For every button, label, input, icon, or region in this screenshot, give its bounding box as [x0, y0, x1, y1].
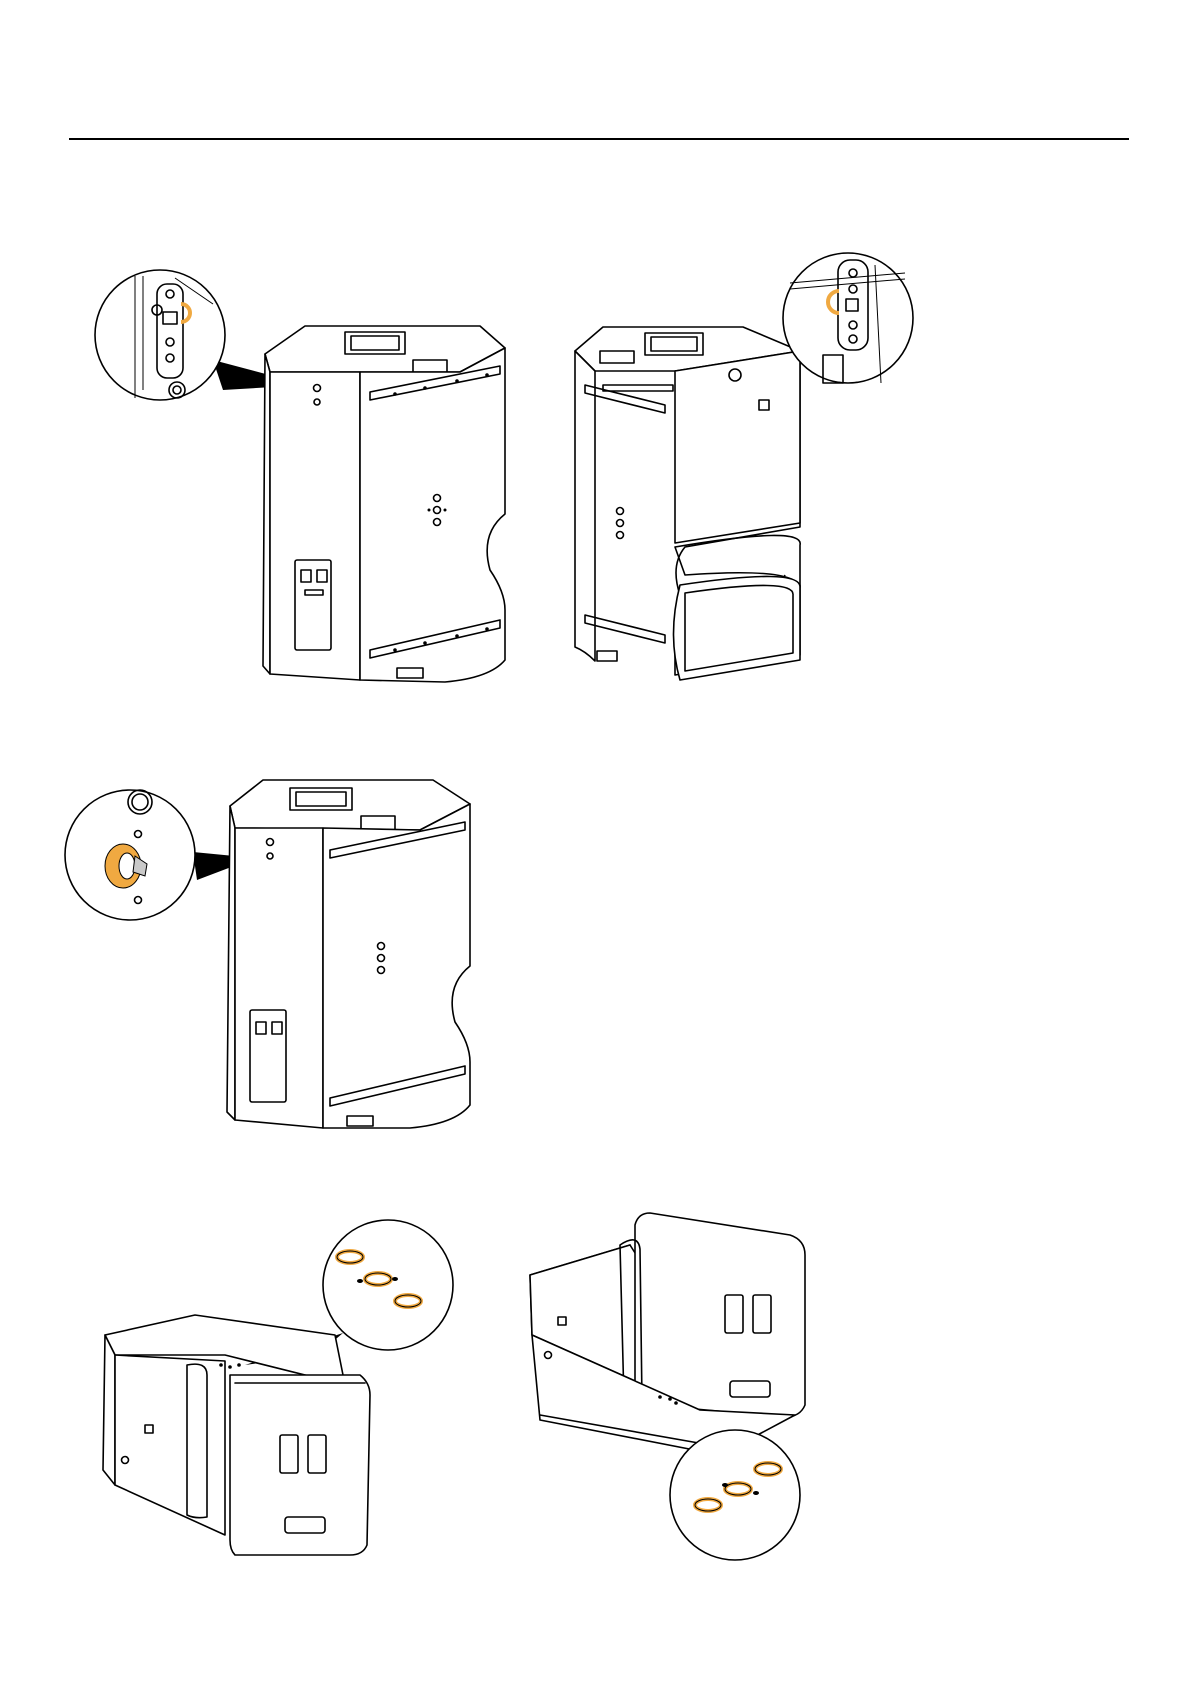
enclosure-back-face	[235, 828, 323, 1128]
figure-enclosure-horizontal-a	[95, 1215, 475, 1575]
enclosure-side-face	[263, 354, 270, 674]
enclosure-top-face	[265, 326, 505, 372]
header-rule	[69, 138, 1129, 140]
enclosure-right-panel	[323, 804, 470, 1128]
enclosure-front-face	[115, 1355, 225, 1535]
enclosure-end-face	[230, 1375, 370, 1555]
enclosure-side-face	[103, 1335, 115, 1485]
figure-enclosure-front	[555, 255, 975, 695]
enclosure-end-face	[635, 1213, 805, 1417]
figure-enclosure-eyebolt	[65, 760, 485, 1140]
callout-zoom	[95, 270, 225, 400]
figure-enclosure-horizontal-b	[520, 1205, 900, 1565]
figure-enclosure-rear	[95, 270, 515, 700]
callout-zoom	[783, 253, 913, 383]
enclosure-back-face	[270, 372, 360, 680]
